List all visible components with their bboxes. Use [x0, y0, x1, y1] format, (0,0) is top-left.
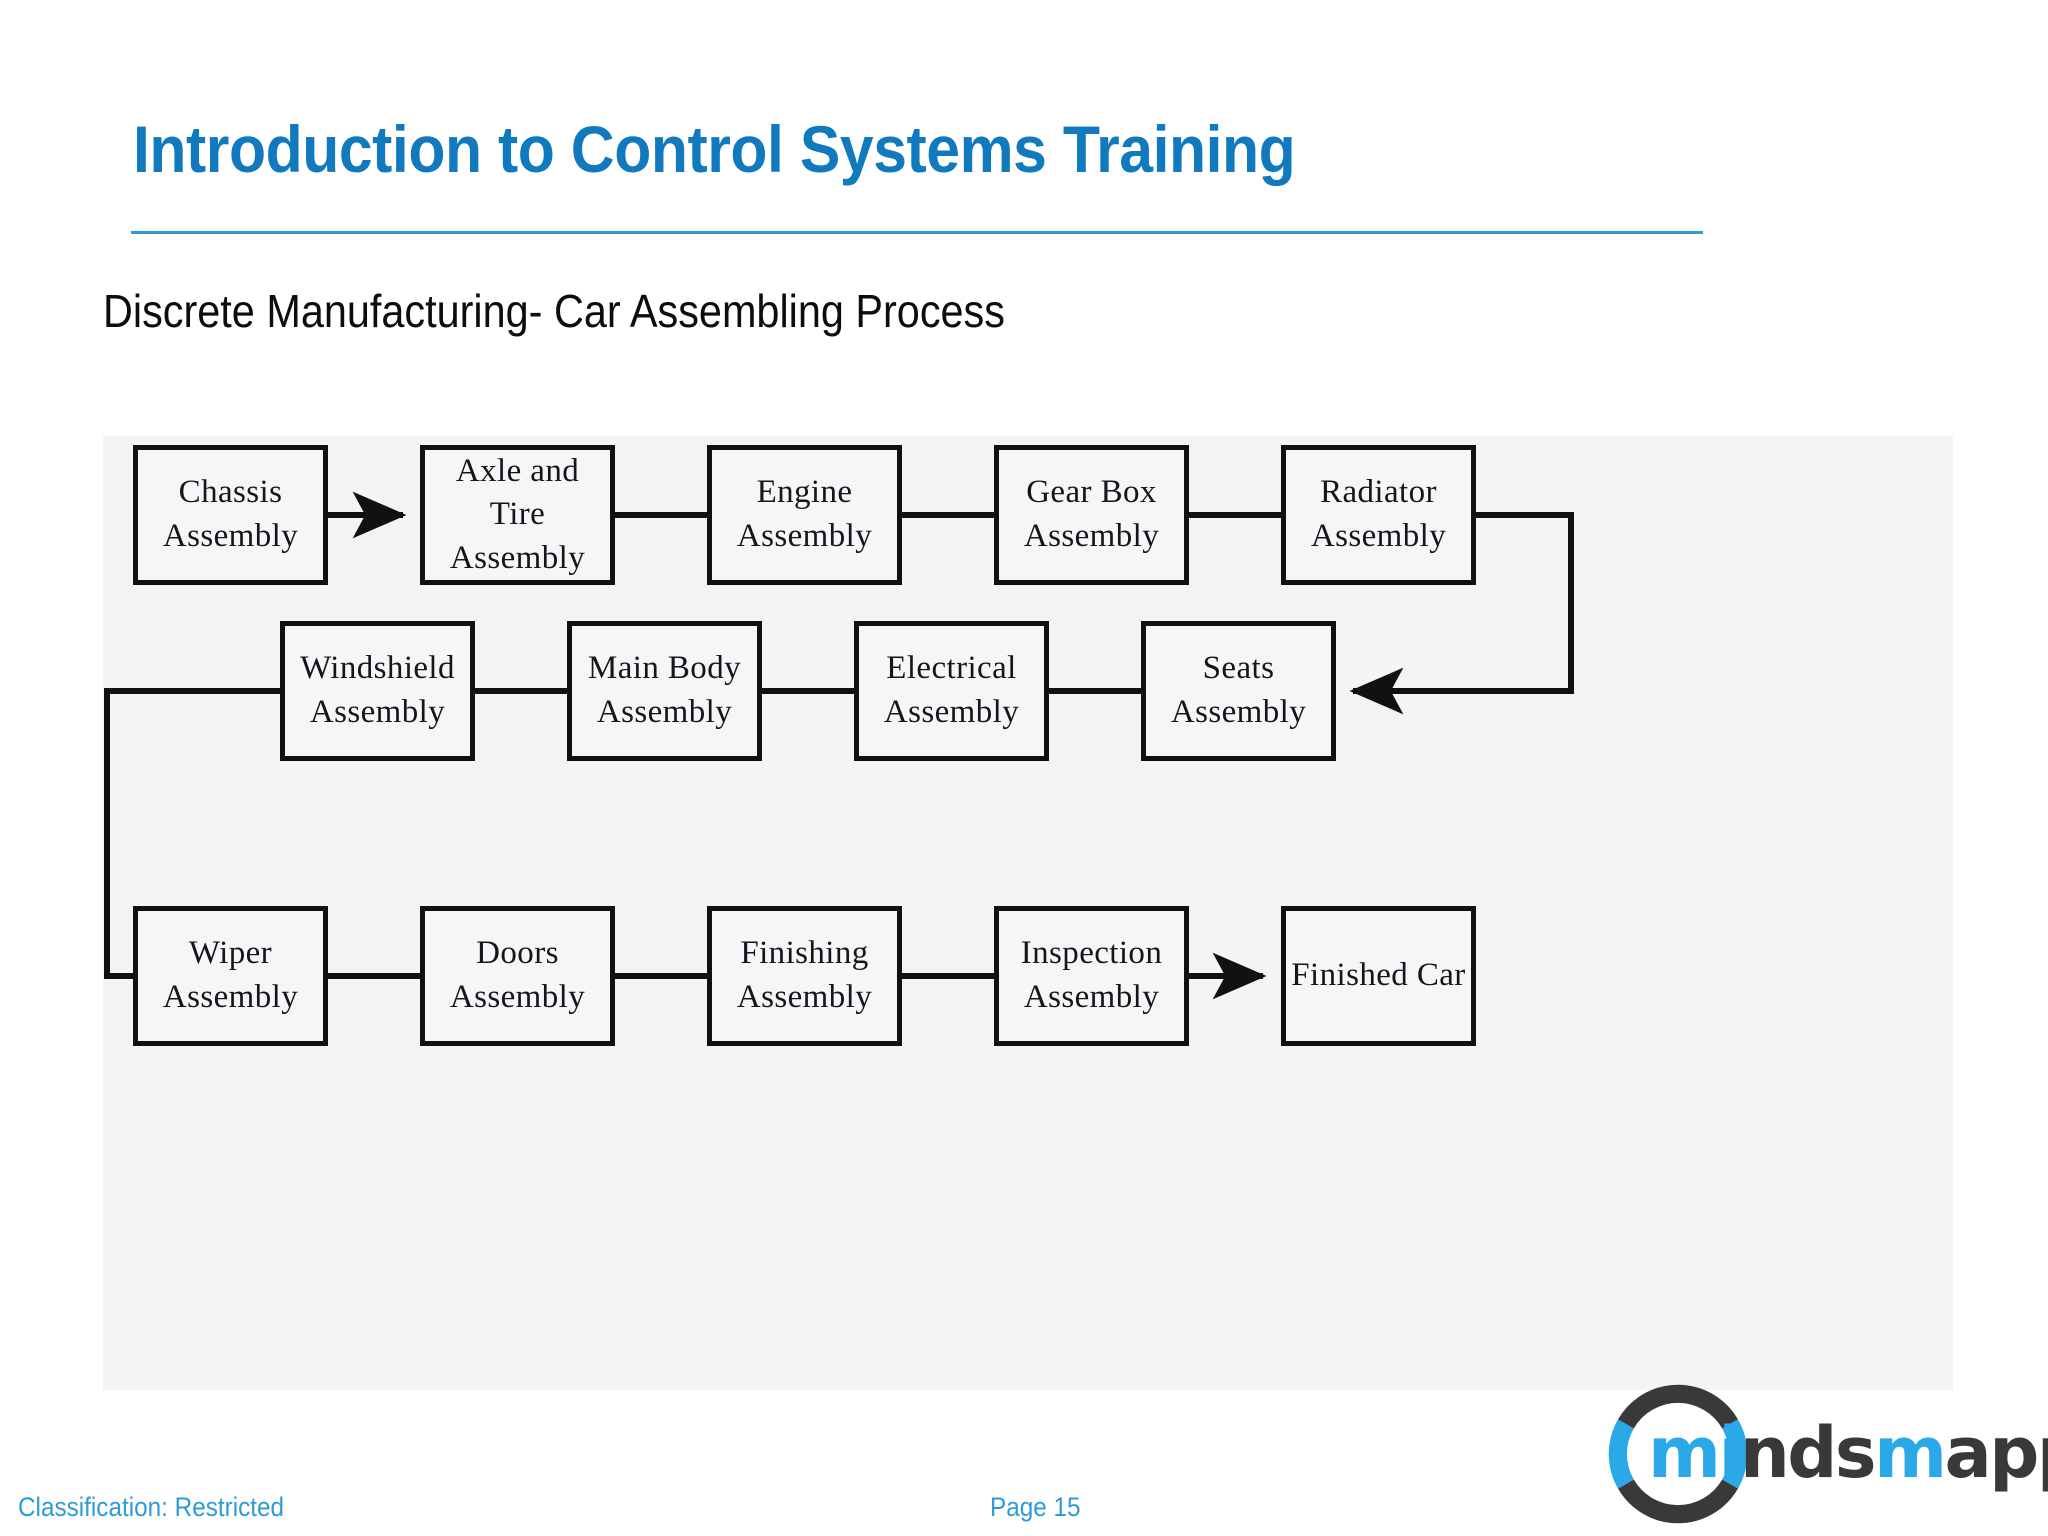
node-label-line2: Assembly: [883, 694, 1020, 730]
node-chassis-assembly[interactable]: Chassis Assembly: [133, 445, 328, 585]
node-label-line2: Assembly: [736, 979, 873, 1015]
node-label-line1: Gear Box: [1026, 474, 1157, 511]
node-label-line2: Assembly: [162, 518, 299, 554]
logo-word-apped: apped: [1944, 1412, 2048, 1494]
node-radiator-assembly[interactable]: Radiator Assembly: [1281, 445, 1476, 585]
node-label-line1: Engine: [756, 474, 853, 511]
node-label-line1: Wiper: [188, 935, 273, 972]
node-label-line2: Assembly: [449, 979, 586, 1015]
node-label-line1: Seats: [1202, 650, 1275, 687]
node-gear-box-assembly[interactable]: Gear Box Assembly: [994, 445, 1189, 585]
node-label-line2: Assembly: [449, 539, 586, 576]
node-axle-and-tire-assembly[interactable]: Axle and Tire Assembly: [420, 445, 615, 585]
node-label-line2: Assembly: [1023, 518, 1160, 554]
logo-word-i: i: [1718, 1412, 1742, 1494]
node-seats-assembly[interactable]: Seats Assembly: [1141, 621, 1336, 761]
node-label-line2: Assembly: [596, 694, 733, 730]
logo-word-nds: nds: [1739, 1412, 1877, 1494]
title-underline-rule: [131, 231, 1703, 234]
node-label-line1: Electrical: [886, 650, 1017, 687]
node-label-line2: Assembly: [1023, 979, 1160, 1015]
node-main-body-assembly[interactable]: Main Body Assembly: [567, 621, 762, 761]
logo-word-m1: m: [1648, 1412, 1721, 1494]
node-finishing-assembly[interactable]: Finishing Assembly: [707, 906, 902, 1046]
node-electrical-assembly[interactable]: Electrical Assembly: [854, 621, 1049, 761]
flowchart-connectors: [104, 491, 1574, 1000]
node-label-line2: Assembly: [736, 518, 873, 554]
node-label-line1: Chassis: [178, 474, 283, 511]
node-label-line1: Finished Car: [1291, 957, 1466, 994]
node-label-line1: Main Body: [587, 650, 742, 687]
node-label-line2: Assembly: [1310, 518, 1447, 554]
node-doors-assembly[interactable]: Doors Assembly: [420, 906, 615, 1046]
node-label-line1: Radiator: [1320, 474, 1437, 511]
node-label-line1: Windshield: [300, 650, 455, 687]
node-label-line1: Axle and Tire: [455, 452, 580, 533]
node-label-line1: Inspection: [1020, 935, 1163, 972]
logo-wordmark: mindsmapped: [1648, 1418, 2048, 1488]
footer-page-number: Page 15: [990, 1492, 1081, 1522]
mindsmapped-logo: mindsmapped: [1600, 1378, 2048, 1536]
node-label-line1: Finishing: [740, 935, 869, 972]
page-title: Introduction to Control Systems Training: [133, 112, 1296, 186]
footer-classification: Classification: Restricted: [18, 1492, 285, 1522]
node-label-line1: Doors: [476, 935, 559, 972]
node-wiper-assembly[interactable]: Wiper Assembly: [133, 906, 328, 1046]
slide-subtitle: Discrete Manufacturing- Car Assembling P…: [103, 285, 1005, 337]
node-engine-assembly[interactable]: Engine Assembly: [707, 445, 902, 585]
node-windshield-assembly[interactable]: Windshield Assembly: [280, 621, 475, 761]
node-inspection-assembly[interactable]: Inspection Assembly: [994, 906, 1189, 1046]
node-label-line2: Assembly: [309, 694, 446, 730]
logo-word-m2: m: [1874, 1412, 1947, 1494]
logo-ring-icon: [1608, 1384, 1748, 1524]
node-finished-car[interactable]: Finished Car: [1281, 906, 1476, 1046]
car-assembly-flowchart: Chassis Assembly Axle and Tire Assembly …: [103, 436, 1953, 1390]
node-label-line2: Assembly: [162, 979, 299, 1015]
node-label-line2: Assembly: [1170, 694, 1307, 730]
